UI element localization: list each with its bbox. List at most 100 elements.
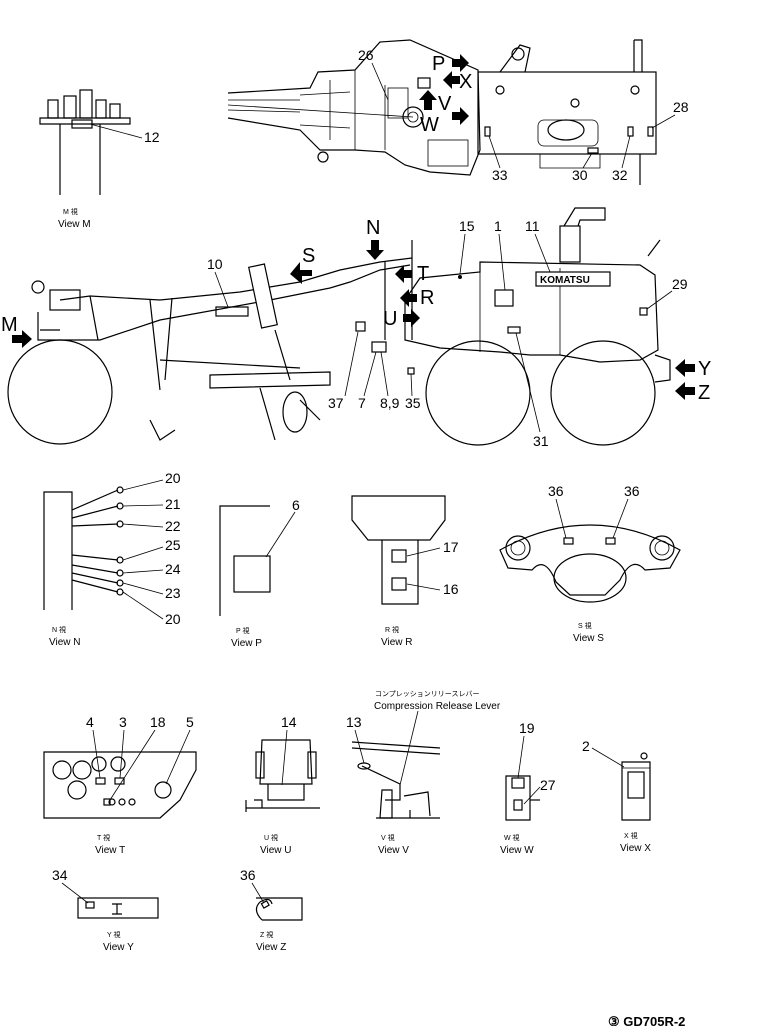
arrow-R	[400, 289, 417, 307]
callout-32: 32	[612, 167, 628, 183]
view-letter-N: N	[366, 217, 380, 239]
arrow-W	[452, 107, 469, 125]
callout-4: 4	[86, 714, 94, 730]
view-X-drawing	[621, 752, 651, 821]
view-letter-P: P	[432, 53, 445, 75]
callout-20-top: 20	[165, 470, 181, 486]
arrow-N	[366, 240, 384, 260]
view-Y-caption: View Y	[103, 942, 134, 953]
view-S-jp: S 視	[578, 621, 592, 630]
lever-label-en: Compression Release Lever	[374, 701, 501, 712]
view-T-drawing	[43, 751, 197, 819]
callout-11: 11	[525, 218, 540, 234]
view-P-caption: View P	[231, 638, 262, 649]
callout-2: 2	[582, 738, 590, 754]
drawing-code: ③ GD705R-2	[608, 1014, 685, 1026]
callout-36-S-right: 36	[624, 483, 640, 499]
view-W-drawing	[505, 775, 540, 821]
view-R-caption: View R	[381, 637, 413, 648]
view-letter-V: V	[438, 93, 452, 115]
callout-5: 5	[186, 714, 194, 730]
callout-30: 30	[572, 167, 588, 183]
callout-3: 3	[119, 714, 127, 730]
callout-18: 18	[150, 714, 166, 730]
callout-13: 13	[346, 714, 362, 730]
callout-23: 23	[165, 585, 181, 601]
view-T-jp: T 視	[97, 833, 110, 842]
callout-29: 29	[672, 276, 688, 292]
callout-33: 33	[492, 167, 508, 183]
callout-19: 19	[519, 720, 535, 736]
view-U-caption: View U	[260, 845, 292, 856]
callout-16: 16	[443, 581, 459, 597]
view-Y-jp: Y 視	[107, 930, 121, 939]
view-P-drawing	[219, 505, 271, 616]
motor-grader-side-view: KOMATSU	[7, 207, 671, 446]
view-V-drawing	[351, 741, 441, 819]
view-Z-caption: View Z	[256, 942, 286, 953]
view-M-drawing	[39, 89, 131, 195]
arrow-M	[12, 330, 32, 348]
view-letter-T: T	[417, 263, 429, 285]
callout-37: 37	[328, 395, 344, 411]
view-N-drawing	[43, 486, 124, 610]
view-Z-jp: Z 視	[260, 930, 273, 939]
view-W-jp: W 視	[504, 833, 520, 842]
arrow-S	[290, 262, 312, 284]
view-R-drawing	[351, 495, 446, 605]
callout-24: 24	[165, 561, 181, 577]
view-S-caption: View S	[573, 633, 604, 644]
view-letter-Y: Y	[698, 358, 711, 380]
view-letter-M: M	[1, 314, 18, 336]
arrow-Z	[675, 382, 695, 400]
view-letter-Z: Z	[698, 382, 710, 404]
view-letter-X: X	[459, 71, 472, 93]
callout-20-bottom: 20	[165, 611, 181, 627]
callout-8-9: 8,9	[380, 395, 400, 411]
view-S-drawing	[499, 524, 681, 603]
view-letter-W: W	[420, 114, 439, 136]
view-Y-drawing	[77, 897, 159, 919]
view-P-jp: P 視	[236, 626, 250, 635]
view-X-caption: View X	[620, 843, 651, 854]
arrow-T	[395, 265, 412, 283]
view-U-jp: U 視	[264, 833, 278, 842]
lever-label-jp: コンプレッションリリースレバー	[375, 690, 479, 698]
view-N-caption: View N	[49, 637, 81, 648]
callout-22: 22	[165, 518, 181, 534]
view-U-drawing	[245, 739, 320, 812]
view-letter-R: R	[420, 287, 434, 309]
callout-21: 21	[165, 496, 181, 512]
arrow-U	[403, 309, 420, 327]
callout-12: 12	[144, 129, 160, 145]
top-plan-view	[227, 39, 657, 185]
arrow-P	[452, 54, 469, 72]
callout-7: 7	[358, 395, 366, 411]
callout-6: 6	[292, 497, 300, 513]
callout-15: 15	[459, 218, 475, 234]
view-M-jp: M 視	[63, 207, 78, 216]
view-R-jp: R 視	[385, 625, 399, 634]
callout-1: 1	[494, 218, 502, 234]
callout-31: 31	[533, 433, 549, 449]
callout-28: 28	[673, 99, 689, 115]
callout-35: 35	[405, 395, 421, 411]
callout-10: 10	[207, 256, 223, 272]
callout-14: 14	[281, 714, 297, 730]
view-X-jp: X 視	[624, 831, 638, 840]
callout-34: 34	[52, 867, 68, 883]
view-N-jp: N 視	[52, 625, 66, 634]
view-V-jp: V 視	[381, 833, 395, 842]
arrow-X	[443, 71, 460, 89]
callout-27: 27	[540, 777, 556, 793]
callout-25: 25	[165, 537, 181, 553]
callout-36-S-left: 36	[548, 483, 564, 499]
view-M-caption: View M	[58, 219, 91, 230]
view-letter-U: U	[383, 308, 397, 330]
callout-26: 26	[358, 47, 374, 63]
callout-17: 17	[443, 539, 459, 555]
view-W-caption: View W	[500, 845, 534, 856]
view-T-caption: View T	[95, 845, 125, 856]
arrow-V	[419, 90, 437, 110]
